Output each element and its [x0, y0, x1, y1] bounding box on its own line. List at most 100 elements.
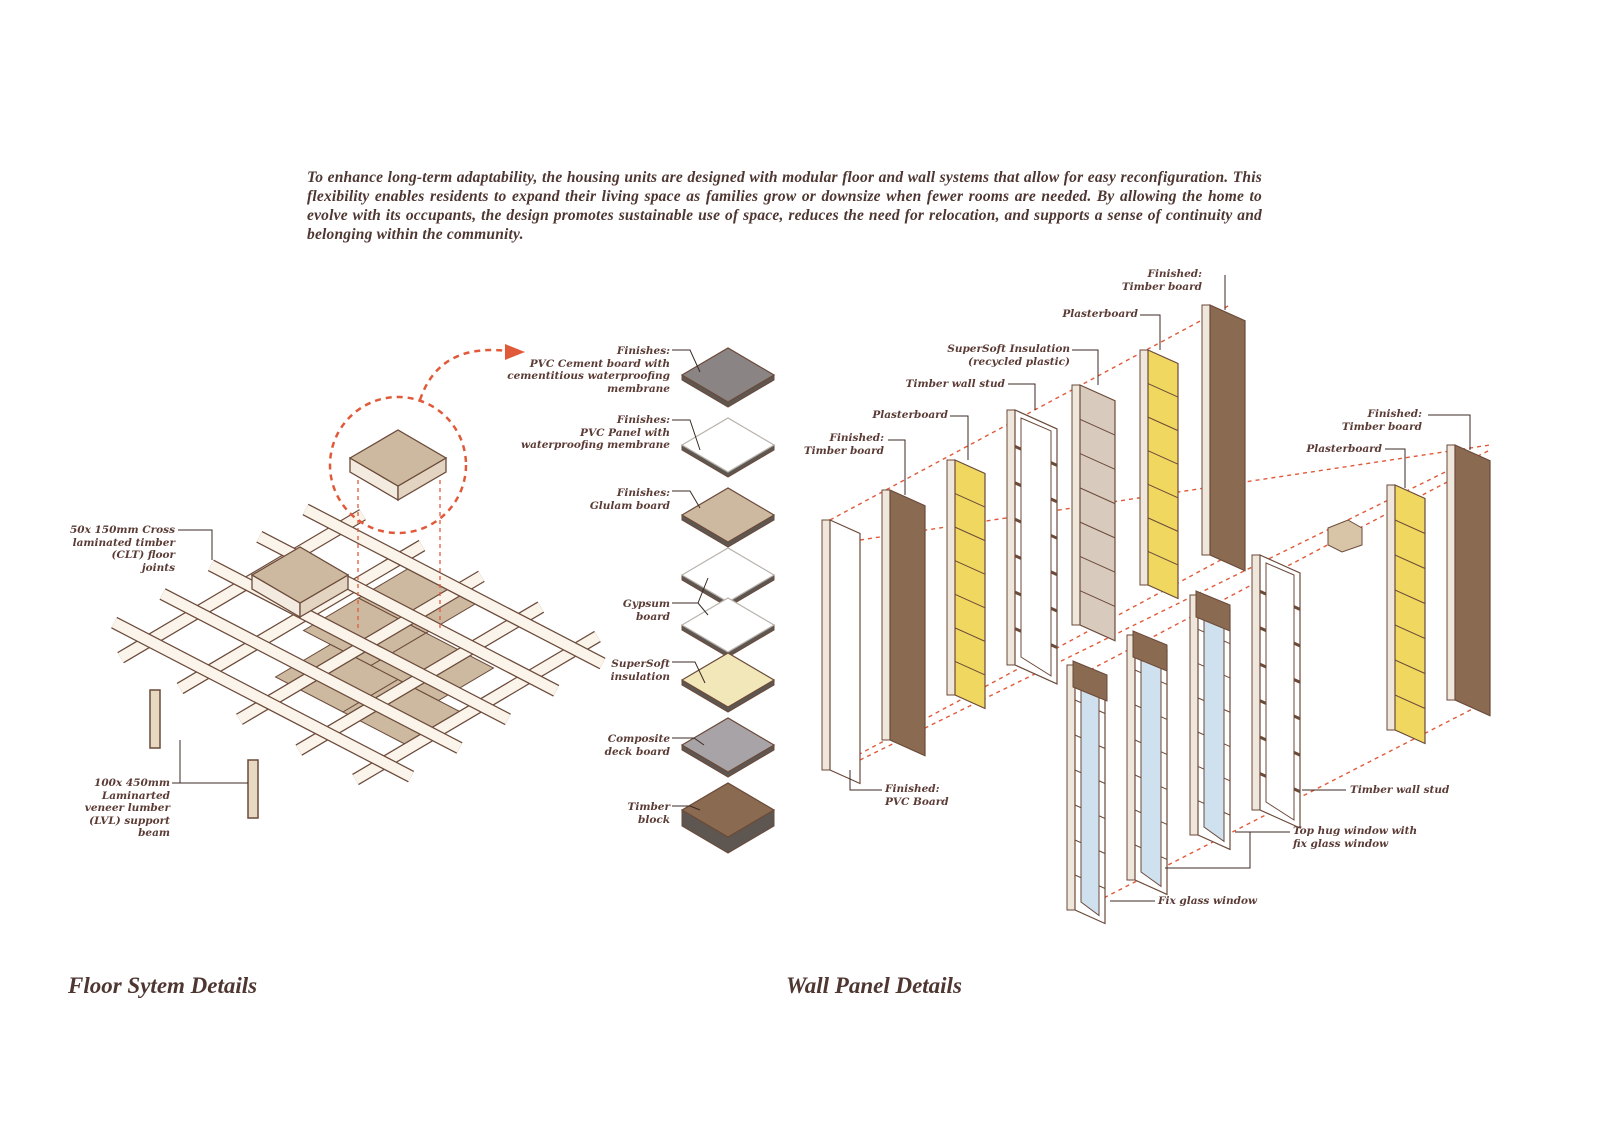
leader-line [672, 349, 701, 373]
panel-rung [954, 660, 986, 676]
leader-line [672, 490, 701, 509]
label-supersoft-insulation: SuperSoft insulation [610, 658, 670, 683]
label-timber-stud-right: Timber wall stud [1350, 784, 1450, 796]
label-timber-stud-left: Timber wall stud [905, 378, 1005, 390]
leader-line [1385, 448, 1406, 488]
highlight-circle [328, 395, 468, 535]
leader-line [888, 439, 906, 495]
wall-panel-plasterboard [1147, 349, 1179, 600]
label-supersoft-wall: SuperSoft Insulation (recycled plastic) [947, 343, 1070, 368]
panel-side [1139, 349, 1149, 586]
alignment-line [859, 449, 1491, 761]
panel-rung [1394, 554, 1426, 569]
label-finished-timber-left: Finished: Timber board [803, 432, 884, 457]
panel-side [1386, 484, 1396, 731]
panel-side [1201, 304, 1211, 556]
panel-rung [1394, 694, 1426, 709]
panel-rung [1079, 453, 1116, 470]
floor-layer [680, 652, 776, 708]
wall-panel-timber [1209, 304, 1246, 572]
floor-module-box-detail [348, 429, 448, 487]
clt-joist [160, 589, 462, 753]
label-finished-timber-right: Finished: Timber board [1341, 408, 1422, 433]
floor-layer [680, 597, 776, 653]
panel-rung [954, 560, 986, 575]
leader-line [1428, 414, 1471, 450]
panel-rung [954, 493, 986, 508]
wall-panel-plasterboard [1394, 484, 1426, 745]
leader-line [849, 770, 882, 791]
panel-inner [1020, 417, 1052, 677]
label-gypsum-board: Gypsum board [622, 598, 670, 623]
leader-line [672, 661, 706, 684]
leader-line [672, 737, 705, 746]
panel-rung [1147, 483, 1179, 499]
window-head [1195, 590, 1231, 632]
label-plasterboard-left: Plasterboard [872, 409, 948, 421]
panel-rung [1147, 450, 1179, 465]
panel-rung [1079, 555, 1116, 573]
wall-panel-insulation [1079, 384, 1116, 642]
panel-side [1006, 409, 1016, 666]
panel-side [1066, 664, 1076, 911]
panel-rung [1394, 519, 1426, 534]
panel-side [1189, 594, 1199, 836]
leader-line [1165, 831, 1290, 869]
arrow-head-icon [505, 344, 525, 360]
floor-system-title: Floor Sytem Details [68, 973, 258, 998]
panel-rung [1394, 624, 1426, 639]
label-fix-glass-window: Fix glass window [1158, 895, 1258, 907]
panel-rung [1079, 418, 1116, 436]
label-plasterboard-top: Plasterboard [1062, 308, 1138, 320]
panel-rung [954, 526, 986, 542]
leader-line [1072, 349, 1099, 385]
panel-rung [1079, 521, 1116, 539]
panel-rung [1147, 416, 1179, 432]
floor-layer [680, 487, 776, 543]
panel-side [821, 519, 831, 771]
panel-side [1446, 444, 1456, 701]
floor-layer [680, 717, 776, 773]
panel-side [1126, 634, 1136, 881]
panel-inner [1265, 562, 1295, 821]
panel-side [1071, 384, 1081, 626]
wall-panel-timber [1454, 444, 1491, 717]
label-pvc-cement-board: Finishes: PVC Cement board with cementit… [507, 345, 670, 395]
wall-panel-timber [889, 489, 926, 757]
clt-joist [111, 617, 414, 782]
wall-panel-plasterboard [954, 459, 986, 710]
leader-line [1140, 314, 1161, 350]
label-top-hug-window: Top hug window with fix glass window [1293, 825, 1418, 850]
floor-layer [680, 547, 776, 603]
panel-rung [1147, 517, 1179, 532]
floor-module-box [250, 546, 350, 604]
panel-inner [1140, 642, 1162, 888]
label-plasterboard-right: Plasterboard [1306, 443, 1382, 455]
alignment-line [829, 304, 1231, 521]
panel-rung [1394, 589, 1426, 604]
dashed-arrow [418, 348, 516, 401]
panel-side [881, 489, 891, 741]
window-head [1072, 660, 1108, 702]
intro-paragraph: To enhance long-term adaptability, the h… [307, 169, 1262, 243]
label-composite-deck: Composite deck board [604, 733, 670, 758]
panel-rung [1079, 487, 1116, 505]
label-pvc-panel: Finishes: PVC Panel with waterproofing m… [521, 414, 670, 451]
label-lvl-beam: 100x 450mm Laminarted veneer lumber (LVL… [84, 777, 170, 839]
panel-rung [954, 627, 986, 642]
wall-panel-title: Wall Panel Details [786, 973, 962, 998]
label-clt-joints: 50x 150mm Cross laminated timber (CLT) f… [69, 524, 175, 574]
clt-joist [303, 504, 605, 669]
leader-line [950, 415, 969, 460]
panel-rung [1147, 383, 1179, 398]
lvl-beam-end [247, 759, 259, 819]
lvl-beam-end [149, 689, 161, 749]
leader-line [672, 602, 709, 616]
label-timber-block: Timber block [627, 801, 670, 826]
label-finished-timber-top: Finished: Timber board [1121, 268, 1202, 293]
label-finished-pvc: Finished: PVC Board [885, 783, 949, 808]
panel-rung [1147, 550, 1179, 566]
leader-line [1008, 383, 1036, 410]
